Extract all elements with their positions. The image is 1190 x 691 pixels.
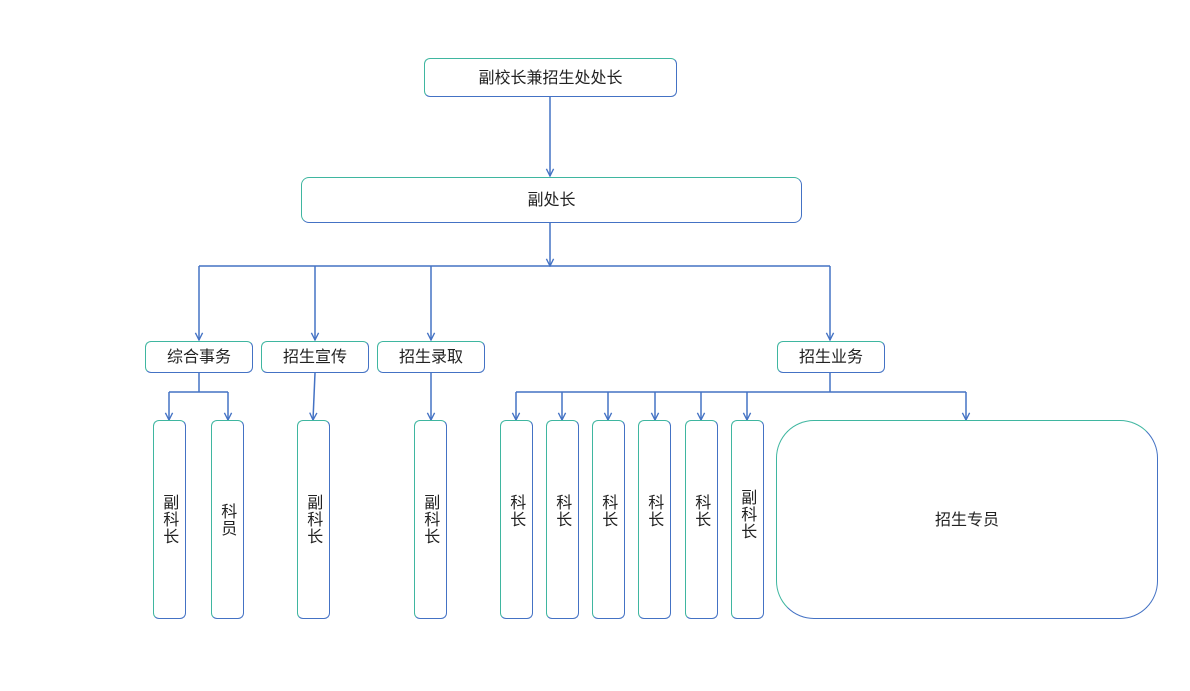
node-dept-general: 综合事务 [145,341,253,373]
node-deputy: 副处长 [301,177,802,223]
node-business-staff-3: 科长 [592,420,625,619]
node-dept-general-label: 综合事务 [166,347,231,367]
node-specialist: 招生专员 [776,420,1158,619]
node-promotion-staff-1-label: 副科长 [304,494,324,545]
node-business-staff-3-label: 科长 [599,493,619,528]
node-business-staff-1: 科长 [500,420,533,619]
edge-promotion-staff [313,372,315,420]
node-dept-admission: 招生录取 [377,341,485,373]
node-dept-admission-label: 招生录取 [398,347,463,367]
node-dept-promotion-label: 招生宣传 [282,347,347,367]
node-general-staff-2-label: 科员 [218,502,238,537]
node-dept-business-label: 招生业务 [798,347,863,367]
node-root: 副校长兼招生处处长 [424,58,677,97]
node-root-label: 副校长兼招生处处长 [478,67,623,87]
node-business-staff-5-label: 科长 [692,493,712,528]
node-business-staff-4: 科长 [638,420,671,619]
node-business-staff-5: 科长 [685,420,718,619]
node-deputy-label: 副处长 [527,190,576,210]
node-business-staff-1-label: 科长 [507,493,527,528]
node-business-staff-6: 副科长 [731,420,764,619]
node-admission-staff-1-label: 副科长 [421,494,441,545]
node-dept-business: 招生业务 [777,341,885,373]
node-business-staff-2: 科长 [546,420,579,619]
node-business-staff-2-label: 科长 [553,493,573,528]
node-specialist-label: 招生专员 [934,509,999,529]
node-promotion-staff-1: 副科长 [297,420,330,619]
node-business-staff-4-label: 科长 [645,493,665,528]
node-admission-staff-1: 副科长 [414,420,447,619]
node-dept-promotion: 招生宣传 [261,341,369,373]
node-general-staff-2: 科员 [211,420,244,619]
node-general-staff-1-label: 副科长 [160,494,180,545]
node-general-staff-1: 副科长 [153,420,186,619]
node-business-staff-6-label: 副科长 [738,489,758,540]
